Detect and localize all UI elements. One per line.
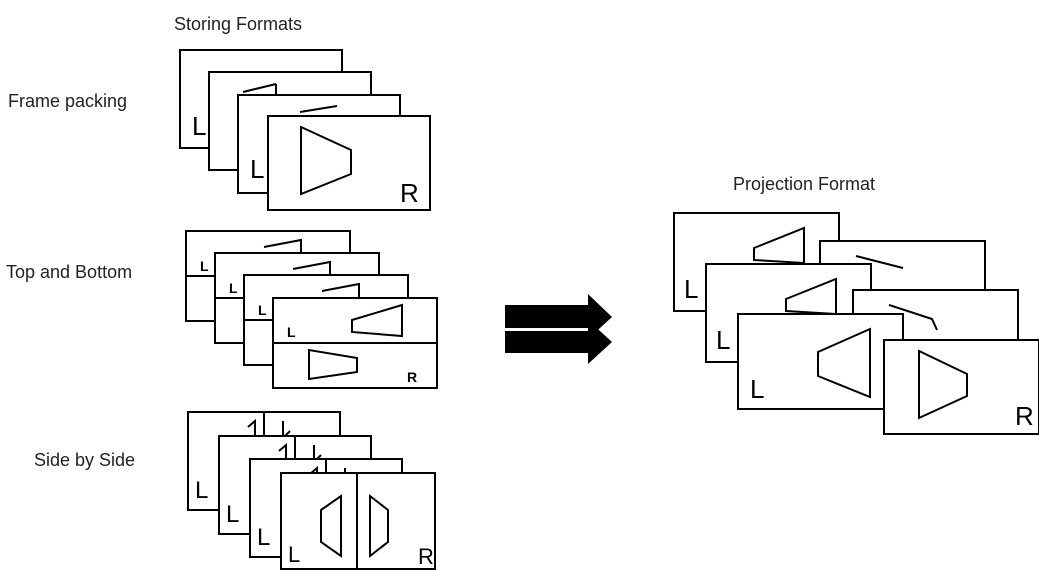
left-eye-label: L	[684, 274, 698, 304]
right-eye-label: R	[400, 178, 419, 208]
left-view-shape	[320, 494, 342, 558]
left-eye-label: L	[716, 325, 730, 355]
side-by-side-stack: L L L L R	[187, 411, 436, 570]
left-eye-label: L	[226, 501, 239, 528]
right-eye-label: R	[418, 544, 434, 569]
projection-right-frame-3: R	[883, 339, 1039, 435]
frame-packing-label: Frame packing	[8, 91, 127, 111]
left-eye-label: L	[750, 374, 764, 404]
projection-stack: L L L R	[673, 212, 1039, 435]
conversion-arrow	[505, 294, 612, 364]
left-eye-label: L	[258, 302, 267, 318]
storing-formats-title: Storing Formats	[174, 14, 302, 34]
top-bottom-label: Top and Bottom	[6, 262, 132, 282]
left-view-shape	[351, 303, 403, 338]
right-view-shape	[300, 125, 352, 196]
right-view-shape	[918, 349, 968, 420]
frame-packing-stack: L L R	[179, 49, 431, 211]
left-eye-label: L	[195, 477, 208, 504]
right-eye-label: R	[407, 369, 417, 385]
projection-left-frame-3: L	[737, 313, 904, 410]
side-by-side-frame-4: L R	[280, 472, 436, 570]
right-view-shape	[369, 493, 389, 559]
left-eye-label: L	[200, 258, 209, 274]
left-eye-label: L	[257, 524, 270, 551]
frame-packing-frame-4: R	[267, 115, 431, 211]
top-bottom-frame-4: L R	[272, 297, 438, 389]
left-eye-label: L	[287, 324, 296, 340]
top-bottom-stack: L L L L R	[185, 230, 438, 389]
side-by-side-label: Side by Side	[34, 450, 135, 470]
projection-format-title: Projection Format	[733, 174, 875, 194]
left-eye-label: L	[229, 280, 238, 296]
left-view-shape	[817, 327, 871, 399]
left-eye-label: L	[288, 542, 300, 567]
right-view-shape	[308, 348, 358, 381]
left-eye-label: L	[192, 111, 206, 141]
arrow-upper	[505, 294, 612, 339]
right-eye-label: R	[1015, 401, 1034, 431]
left-eye-label: L	[250, 154, 264, 184]
arrow-lower	[505, 320, 612, 364]
